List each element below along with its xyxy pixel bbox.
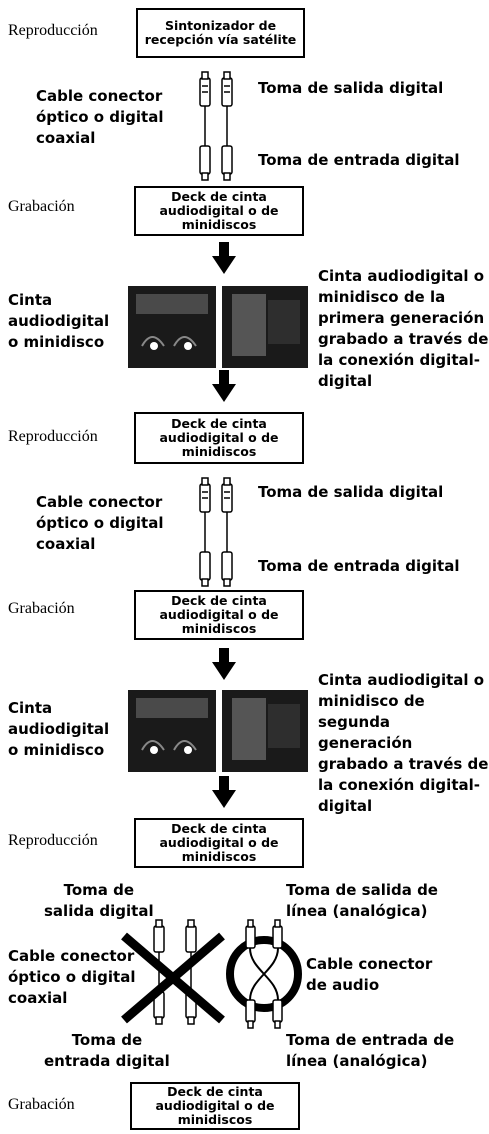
deck-box-1: Deck de cinta audiodigital o de minidisc… xyxy=(134,186,304,236)
digital-in-label: Toma de entrada digital xyxy=(258,557,460,575)
first-generation-note: Cinta audiodigital o minidisco de la pri… xyxy=(318,267,489,390)
line-out-label: Toma de salida de línea (analógica) xyxy=(286,881,438,920)
deck-box-2: Deck de cinta audiodigital o de minidisc… xyxy=(134,412,304,464)
playback-label: Reproducción xyxy=(8,832,98,849)
tape-label-2: Cinta audiodigital o minidisco xyxy=(8,699,110,759)
down-arrow-icon xyxy=(212,648,236,680)
down-arrow-icon xyxy=(212,370,236,402)
audio-cable-icon xyxy=(226,919,302,1029)
down-arrow-icon xyxy=(212,242,236,274)
tape-label-1: Cinta audiodigital o minidisco xyxy=(8,291,110,351)
cross-mark-icon xyxy=(121,932,225,1024)
digital-cable-label: Cable conector óptico o digital coaxial xyxy=(8,947,136,1007)
digital-in-label: Toma de entrada digital xyxy=(258,151,460,169)
digital-out-label: Toma de salida digital xyxy=(258,79,444,97)
recording-label: Grabación xyxy=(8,198,75,215)
tape-minidisc-icon xyxy=(128,690,308,772)
down-arrow-icon xyxy=(212,776,236,808)
deck-box-3: Deck de cinta audiodigital o de minidisc… xyxy=(134,590,304,640)
deck-box-4: Deck de cinta audiodigital o de minidisc… xyxy=(134,818,304,868)
second-generation-note: Cinta audiodigital o minidisco de segund… xyxy=(318,671,489,815)
digital-in-label: Toma de entrada digital xyxy=(44,1031,170,1070)
digital-cable-icon xyxy=(153,919,197,1025)
line-in-label: Toma de entrada de línea (analógica) xyxy=(286,1031,455,1070)
digital-out-label: Toma de salida digital xyxy=(44,881,154,920)
recording-label: Grabación xyxy=(8,600,75,617)
digital-cable-label: Cable conector óptico o digital coaxial xyxy=(36,87,164,147)
digital-cable-icon xyxy=(199,477,233,587)
digital-cable-icon xyxy=(199,71,233,181)
recording-label: Grabación xyxy=(8,1096,75,1113)
audio-cable-label: Cable conector de audio xyxy=(306,955,433,994)
digital-cable-label: Cable conector óptico o digital coaxial xyxy=(36,493,164,553)
satellite-tuner-box: Sintonizador de recepción vía satélite xyxy=(136,8,305,58)
tape-minidisc-icon xyxy=(128,286,308,368)
playback-label: Reproducción xyxy=(8,22,98,39)
playback-label: Reproducción xyxy=(8,428,98,445)
digital-out-label: Toma de salida digital xyxy=(258,483,444,501)
deck-box-5: Deck de cinta audiodigital o de minidisc… xyxy=(130,1082,300,1130)
